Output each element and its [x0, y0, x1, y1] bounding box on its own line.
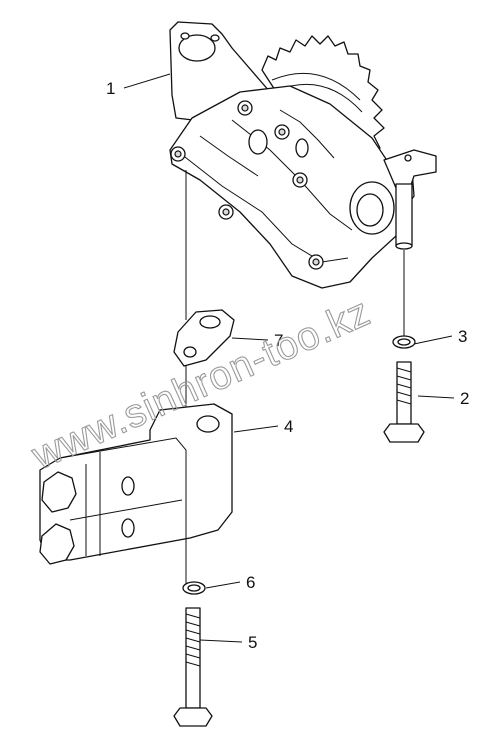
leader-line-5	[199, 639, 243, 643]
callout-5: 5	[248, 633, 257, 652]
leader-line-1	[123, 73, 171, 89]
callout-6: 6	[246, 573, 255, 592]
lock-washer-upper	[392, 335, 416, 349]
bolt-long	[173, 607, 213, 727]
callout-2: 2	[460, 389, 469, 408]
bolt-short	[383, 361, 425, 443]
leader-line-3	[413, 335, 453, 345]
callout-4: 4	[284, 417, 293, 436]
callout-7: 7	[274, 331, 283, 350]
leader-line-4	[233, 425, 279, 433]
callout-3: 3	[458, 327, 467, 346]
oil-pump-assembly	[169, 21, 437, 289]
relief-valve-housing	[39, 403, 233, 565]
pump-body	[169, 85, 437, 289]
gasket	[173, 309, 235, 367]
leader-line-7	[231, 337, 269, 341]
callout-1: 1	[106, 79, 115, 98]
leader-line-6	[205, 581, 241, 589]
leader-line-2	[417, 395, 455, 399]
lock-washer-lower	[182, 581, 206, 595]
